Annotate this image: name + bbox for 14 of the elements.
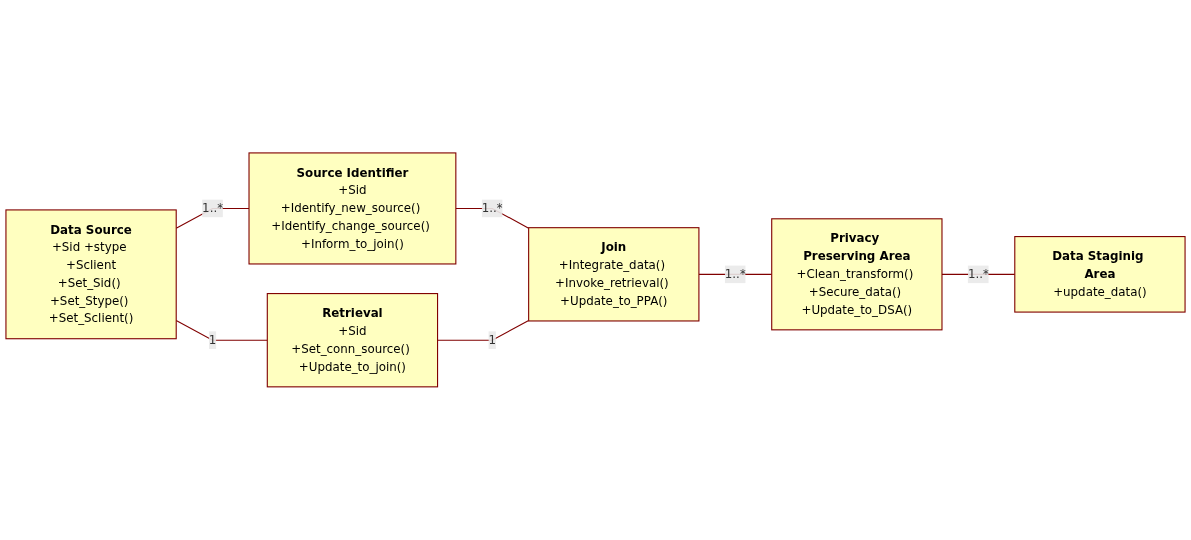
node-box: Retrieval +Sid +Set_conn_source() +Update_to_join(): [266, 293, 439, 388]
edge-label: 1..*: [724, 267, 746, 282]
edge-label: 1..*: [967, 267, 989, 282]
node-box: Privacy Preserving Area +Clean_transform() +Secure_data() +Update_to_DSA(): [771, 218, 943, 331]
connector: [455, 208, 530, 229]
edge-label: 1..*: [202, 201, 224, 216]
connector: [437, 320, 530, 341]
node-box: Data Source +Sid +stype +Sclient +Set_Sid() +Set_Stype() +Set_Sclient(): [5, 209, 177, 340]
edge-label: 1..*: [481, 201, 503, 216]
node-box: Join +Integrate_data() +Invoke_retrieval() +Update_to_PPA(): [528, 227, 700, 322]
node-box: Data Staginig Area +update_data(): [1014, 236, 1186, 313]
node-box: Source Identifier +Sid +Identify_new_source() +Identify_change_source() +Inform_to_join(): [248, 152, 457, 265]
edge-label: 1: [208, 332, 217, 347]
edge-label: 1: [488, 332, 497, 347]
